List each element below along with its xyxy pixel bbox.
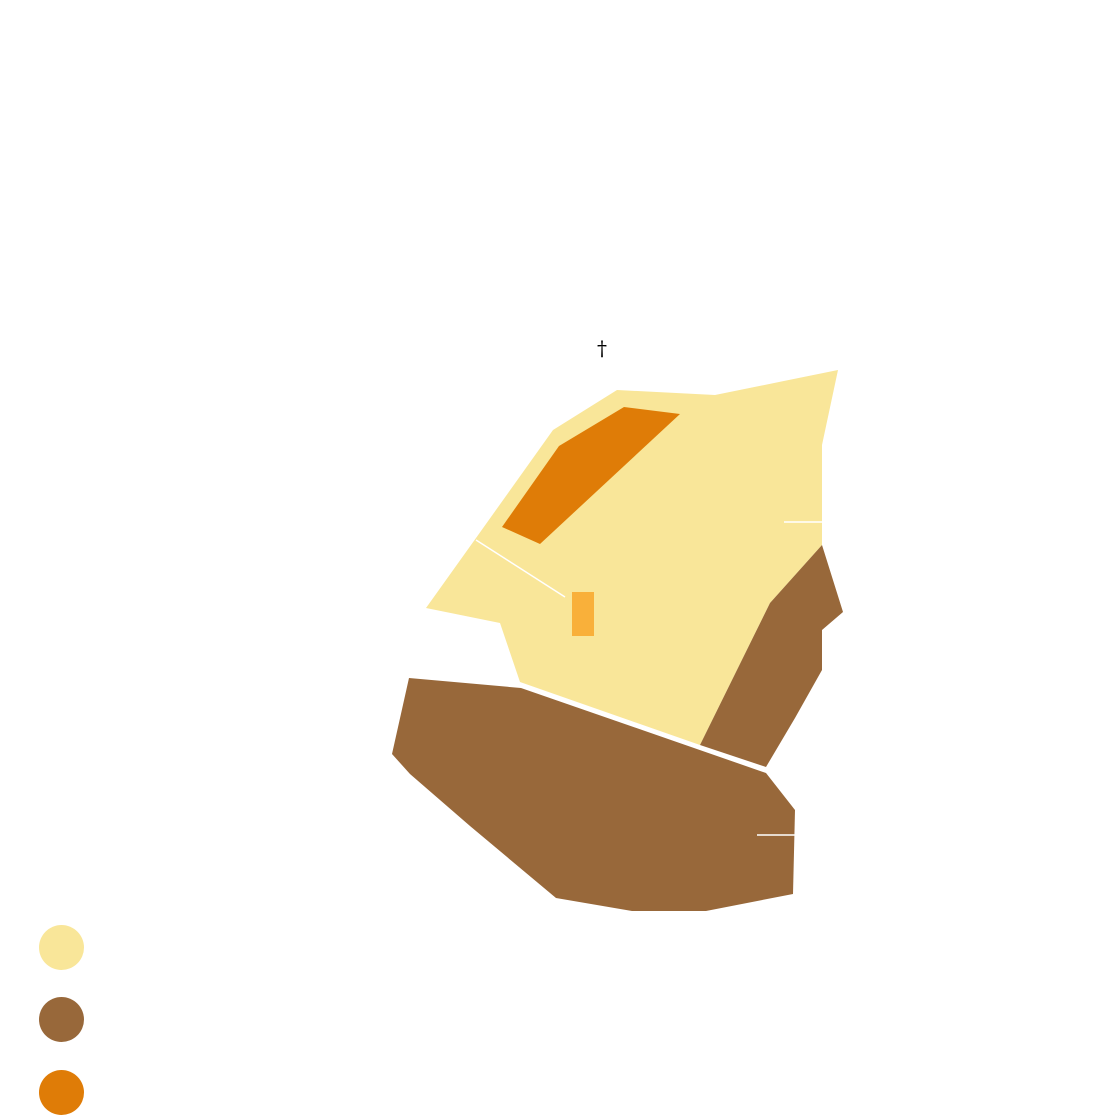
region-light-main[interactable]	[426, 370, 838, 745]
border-line	[475, 539, 566, 598]
legend-swatch-light	[39, 925, 84, 970]
legend-swatch-orange	[39, 1070, 84, 1115]
region-amber[interactable]	[572, 592, 594, 636]
region-brown-east[interactable]	[700, 545, 843, 767]
legend-swatch-brown	[39, 997, 84, 1042]
dagger-marker: †	[597, 336, 607, 360]
region-orange[interactable]	[502, 407, 680, 544]
region-brown-south[interactable]	[392, 678, 795, 911]
